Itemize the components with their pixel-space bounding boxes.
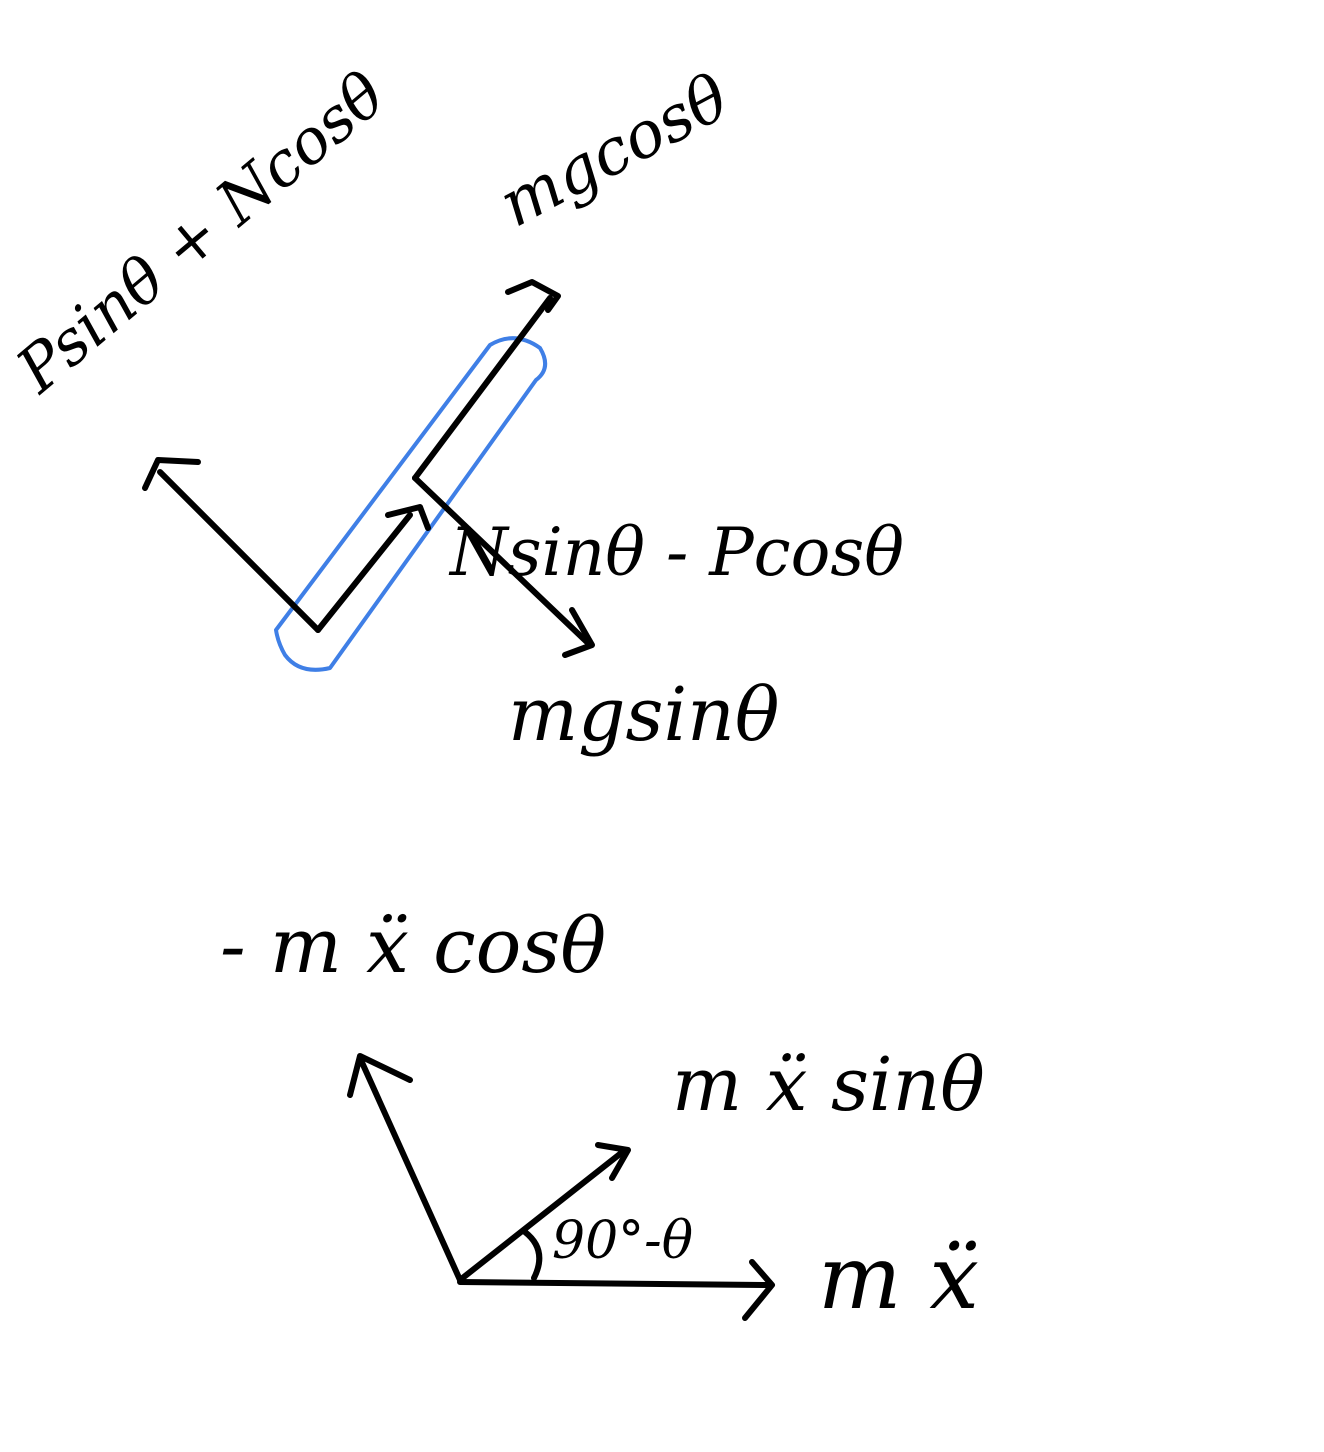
arrow-psin-ncos — [157, 469, 321, 633]
label-mxddot: m ẍ — [818, 1226, 979, 1329]
arrowhead-mgcos — [505, 279, 561, 313]
label-mgcos: mgcosθ — [488, 61, 741, 242]
arrowhead-mxddot-sin — [595, 1142, 631, 1181]
arrowhead-nsin-pcos — [385, 504, 431, 531]
label-mxddot-sin: m ẍ sinθ — [672, 1042, 985, 1128]
label-angle: 90°-θ — [552, 1211, 693, 1271]
arrowhead-mgsin — [562, 607, 595, 658]
label-minus-mxddot-cos: - m ẍ cosθ — [220, 901, 606, 990]
arrow-mxddot — [457, 1279, 771, 1288]
arrow-mxddot-sin — [457, 1147, 628, 1283]
blue-highlight-capsule — [274, 336, 548, 672]
bottom-force-diagram: - m ẍ cosθ m ẍ sinθ 90°-θ m ẍ — [220, 901, 985, 1329]
angle-arc — [522, 1229, 543, 1281]
arrow-nsin-pcos — [315, 512, 413, 633]
label-mgsin: mgsinθ — [508, 672, 779, 758]
label-nsin-pcos: Nsinθ - Pcosθ — [448, 514, 904, 591]
arrowhead-psin-ncos — [142, 457, 201, 491]
label-psin-ncos: Psinθ + Ncosθ — [2, 58, 399, 408]
arrowhead-minus-mxddot-cos — [347, 1053, 413, 1098]
top-force-diagram: Psinθ + Ncosθ mgcosθ Nsinθ - Pcosθ mgsin… — [2, 58, 904, 758]
arrow-minus-mxddot-cos — [357, 1055, 463, 1283]
arrowhead-mxddot — [742, 1259, 775, 1321]
arrow-mgsin — [412, 475, 593, 648]
arrow-mgcos — [412, 295, 553, 481]
